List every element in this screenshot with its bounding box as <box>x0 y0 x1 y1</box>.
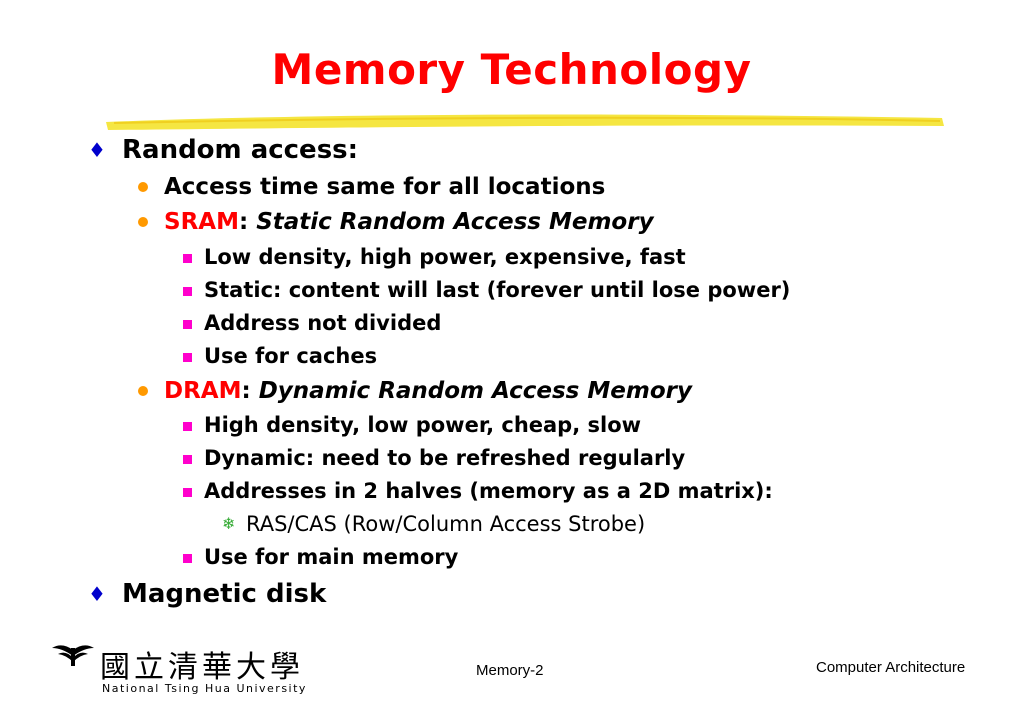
bullet-sram: SRAM: Static Random Access Memory <box>164 207 654 237</box>
sram-point-3: Address not divided <box>204 311 442 335</box>
square-bullet-icon <box>183 320 192 329</box>
circle-bullet-icon <box>138 386 148 396</box>
square-bullet-icon <box>183 488 192 497</box>
dram-label: DRAM <box>164 378 242 404</box>
diamond-icon: ♦ <box>88 582 106 606</box>
dram-point-1: High density, low power, cheap, slow <box>204 413 642 437</box>
bullet-dram: DRAM: Dynamic Random Access Memory <box>164 376 692 406</box>
slide-title: Memory Technology <box>271 45 752 94</box>
dram-description: Dynamic Random Access Memory <box>258 378 692 404</box>
bullet-access-time: Access time same for all locations <box>164 174 606 200</box>
dram-point-4: Use for main memory <box>204 545 459 569</box>
university-name-cn: 國立清華大學 <box>100 650 304 685</box>
page-number: Memory-2 <box>476 662 544 679</box>
dram-point-2: Dynamic: need to be refreshed regularly <box>204 446 686 470</box>
dram-colon: : <box>241 378 251 404</box>
course-name: Computer Architecture <box>816 659 966 676</box>
circle-bullet-icon <box>138 217 148 227</box>
bullet-random-access: Random access: <box>122 135 359 165</box>
square-bullet-icon <box>183 254 192 263</box>
sram-point-1: Low density, high power, expensive, fast <box>204 245 686 269</box>
sram-description: Static Random Access Memory <box>256 209 654 235</box>
sram-colon: : <box>238 209 249 235</box>
square-bullet-icon <box>183 353 192 362</box>
title-underline-stroke <box>106 114 944 130</box>
university-name-en: National Tsing Hua University <box>102 682 307 695</box>
square-bullet-icon <box>183 287 192 296</box>
circle-bullet-icon <box>138 182 148 192</box>
square-bullet-icon <box>183 455 192 464</box>
bullet-magnetic-disk: Magnetic disk <box>122 579 327 609</box>
dram-point-3a: RAS/CAS (Row/Column Access Strobe) <box>246 512 646 536</box>
dram-point-3: Addresses in 2 halves (memory as a 2D ma… <box>204 479 773 503</box>
university-logo-icon <box>52 645 94 666</box>
sram-point-4: Use for caches <box>204 344 378 368</box>
sram-label: SRAM <box>164 209 239 235</box>
snowflake-icon: ❄ <box>222 514 236 533</box>
square-bullet-icon <box>183 422 192 431</box>
sram-point-2: Static: content will last (forever until… <box>204 278 791 302</box>
square-bullet-icon <box>183 554 192 563</box>
diamond-icon: ♦ <box>88 138 106 162</box>
